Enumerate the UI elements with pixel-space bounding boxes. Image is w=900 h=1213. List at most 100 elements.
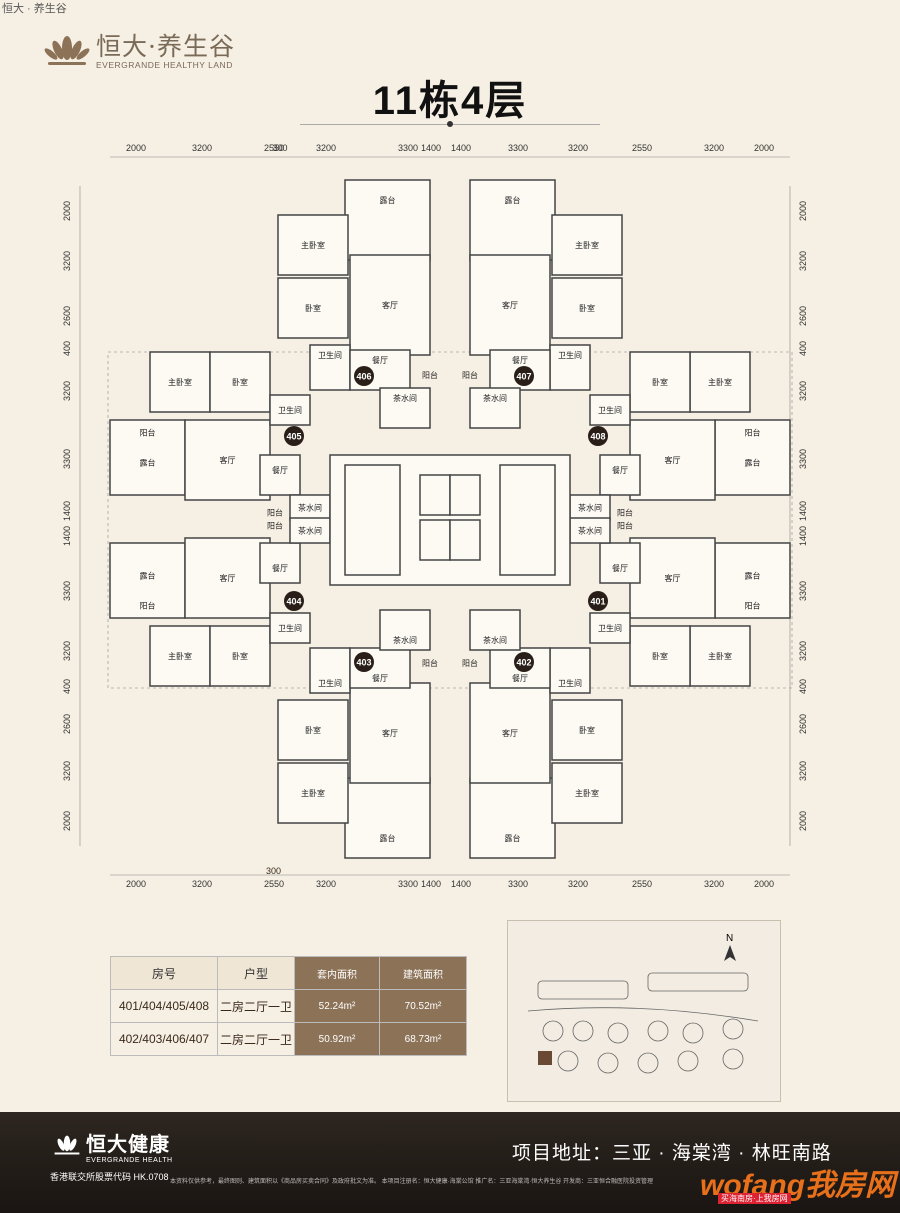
room-label: 露台 xyxy=(745,571,761,581)
room-label: 茶水间 xyxy=(483,393,507,403)
bedroom xyxy=(209,351,271,413)
bathroom xyxy=(549,344,591,391)
dim-label: 2550 xyxy=(263,879,285,889)
dim-label: 1400 xyxy=(450,143,472,153)
room-label: 卫生间 xyxy=(318,350,342,360)
svg-text:402: 402 xyxy=(516,658,531,668)
room-label: 客厅 xyxy=(220,573,236,583)
dining-room xyxy=(599,454,641,496)
legend-cell: 二房二厅一卫 xyxy=(217,1022,295,1056)
room-label: 露台 xyxy=(505,833,521,843)
room-label: 露台 xyxy=(140,571,156,581)
bedroom xyxy=(629,351,691,413)
room-label: 卧室 xyxy=(652,377,668,387)
room-label: 阳台 xyxy=(745,601,761,611)
living-room xyxy=(629,537,716,619)
master-bedroom xyxy=(551,762,623,824)
floor-plan: 露台主卧室卧室客厅卫生间餐厅阳台茶水间露台主卧室卧室客厅卫生间餐厅阳台茶水间露台… xyxy=(79,156,793,876)
bathroom xyxy=(309,647,351,694)
bedroom xyxy=(277,277,349,339)
bedroom xyxy=(209,625,271,687)
page-title: 11栋4层 xyxy=(372,79,528,123)
master-bedroom xyxy=(149,625,211,687)
dining-room xyxy=(259,542,301,584)
room-label: 茶水间 xyxy=(298,503,322,513)
dim-label: 3300 xyxy=(507,143,529,153)
tea-room xyxy=(469,609,521,651)
room-label: 阳台 xyxy=(617,508,633,518)
room-label: 茶水间 xyxy=(393,393,417,403)
dim-label: 1400 xyxy=(420,879,442,889)
room-label: 阳台 xyxy=(140,428,156,438)
lotus-logo-icon xyxy=(54,1135,80,1155)
dining-room xyxy=(599,542,641,584)
room-label: 卧室 xyxy=(652,651,668,661)
room-label: 露台 xyxy=(745,458,761,468)
terrace-room xyxy=(344,179,431,261)
legend-cell: 402/403/406/407 xyxy=(110,1022,218,1056)
room-label: 主卧室 xyxy=(708,651,732,661)
bathroom xyxy=(549,647,591,694)
tea-room xyxy=(379,387,431,429)
dim-label: 3200 xyxy=(703,879,725,889)
stair-right xyxy=(499,464,556,576)
disclaimer: 本资料仅供参考，最终图则、建筑面积以《商品房买卖合同》及政府批文为准。 本项目注… xyxy=(170,1179,654,1185)
room-label: 餐厅 xyxy=(512,356,528,365)
stair-left xyxy=(344,464,401,576)
dim-label: 300 xyxy=(266,866,282,876)
svg-text:403: 403 xyxy=(356,658,371,668)
room-label: 卧室 xyxy=(232,377,248,387)
lotus-logo-icon xyxy=(44,36,90,65)
north-arrow-icon xyxy=(724,945,736,961)
bathroom xyxy=(589,612,631,644)
dim-label: 3200 xyxy=(703,143,725,153)
living-room xyxy=(629,419,716,501)
room-label: 客厅 xyxy=(502,300,518,310)
north-label: N xyxy=(726,933,733,944)
room-label: 餐厅 xyxy=(612,564,628,573)
tea-room xyxy=(379,609,431,651)
unit-badge-405: 405 xyxy=(284,426,304,446)
bathroom xyxy=(309,344,351,391)
room-label: 卧室 xyxy=(305,725,321,735)
living-room xyxy=(469,254,551,356)
room-label: 露台 xyxy=(505,195,521,205)
room-label: 卫生间 xyxy=(278,405,302,415)
room-label: 餐厅 xyxy=(612,466,628,475)
brand-name-cn: 恒大·养生谷 xyxy=(96,32,235,61)
living-room xyxy=(349,682,431,784)
dim-label: 3300 xyxy=(507,879,529,889)
dim-label: 3200 xyxy=(567,143,589,153)
room-label: 阳台 xyxy=(745,428,761,438)
room-label: 茶水间 xyxy=(578,526,602,536)
unit-badge-408: 408 xyxy=(588,426,608,446)
legend-cell: 68.73m² xyxy=(379,1022,467,1056)
room-label: 卫生间 xyxy=(558,678,582,688)
watermark-sub: 买海南房·上我房网 xyxy=(718,1193,791,1204)
legend-header: 房号 xyxy=(110,956,218,990)
brand-logo: 恒大·养生谷 EVERGRANDE HEALTHY LAND xyxy=(44,34,235,70)
svg-text:401: 401 xyxy=(590,597,605,607)
master-bedroom xyxy=(277,762,349,824)
elevator-shaft xyxy=(419,519,451,561)
legend-header: 套内面积 xyxy=(294,956,380,990)
terrace-room xyxy=(469,777,556,859)
master-bedroom xyxy=(551,214,623,276)
svg-text:407: 407 xyxy=(516,372,531,382)
terrace-room xyxy=(109,542,186,619)
site-plan-drawing: N xyxy=(527,933,759,1074)
legend-cell: 401/404/405/408 xyxy=(110,989,218,1023)
bedroom xyxy=(629,625,691,687)
room-label: 主卧室 xyxy=(301,240,325,250)
terrace-room xyxy=(109,419,186,496)
terrace-room xyxy=(469,179,556,261)
room-label: 卧室 xyxy=(305,303,321,313)
unit-badge-401: 401 xyxy=(588,591,608,611)
dimension-row-bottom: 2000 3200 2550 3200 3300 1400 1400 3300 … xyxy=(110,879,790,893)
room-label: 餐厅 xyxy=(272,466,288,475)
master-bedroom xyxy=(689,625,751,687)
dim-label: 3300 xyxy=(397,143,419,153)
area-legend-table: 房号 户型 套内面积 建筑面积 401/404/405/408 二房二厅一卫 5… xyxy=(110,956,467,1056)
room-label: 卫生间 xyxy=(318,678,342,688)
room-label: 阳台 xyxy=(422,370,438,380)
